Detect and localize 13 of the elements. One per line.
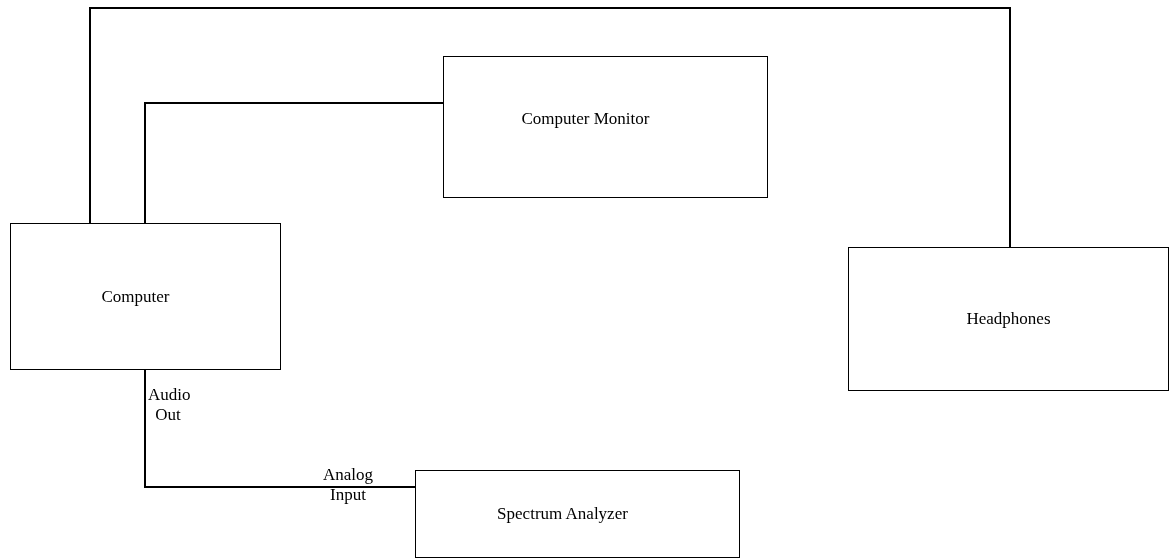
port-label: Audio Out: [148, 385, 188, 425]
connector-line: [144, 369, 416, 488]
device-label: Computer: [101, 286, 170, 307]
device-box: [443, 56, 768, 198]
device-box: [10, 223, 281, 370]
device-label: Computer Monitor: [521, 109, 650, 129]
port-label: Analog Input: [321, 465, 374, 505]
connector-line: [144, 102, 444, 224]
connector-line: [89, 7, 1011, 248]
device-label: Spectrum Analyzer: [497, 504, 628, 524]
device-label: Headphones: [966, 309, 1051, 329]
device-box: [415, 470, 740, 558]
device-box: [848, 247, 1169, 391]
